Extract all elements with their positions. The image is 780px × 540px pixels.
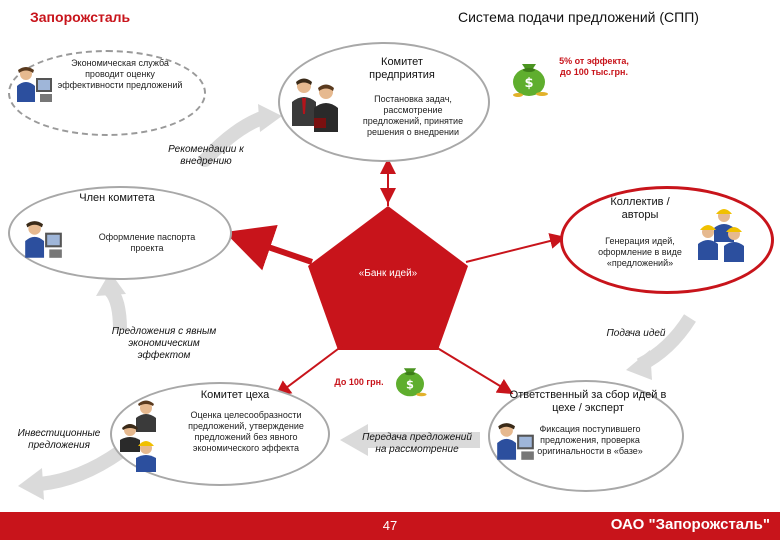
workers-hardhat-icon xyxy=(698,209,744,262)
person-at-computer-icon xyxy=(17,67,52,102)
money-bag-icon: $ xyxy=(396,368,427,397)
shop-heading: Комитет цеха xyxy=(200,389,270,401)
arrow-submit-head xyxy=(626,350,652,380)
link-bank-member xyxy=(224,224,313,271)
member-text: Оформление паспорта проекта xyxy=(98,232,196,253)
collective-text: Генерация идей, оформление в виде «предл… xyxy=(598,236,682,268)
responsible-heading: Ответственный за сбор идей в цехе / эксп… xyxy=(509,389,667,414)
node-collective xyxy=(560,186,774,294)
label-invest: Инвестиционные предложения xyxy=(17,428,101,451)
idea-bank-pentagon xyxy=(308,206,468,350)
link-bank-shop xyxy=(274,345,343,397)
node-economic-service xyxy=(8,50,206,136)
arrow-proposals-effect-head xyxy=(96,272,126,296)
committee-heading: Комитет предприятия xyxy=(369,56,435,81)
person-at-computer-icon xyxy=(497,423,534,460)
business-people-icon xyxy=(292,78,338,132)
person-at-computer-icon xyxy=(25,221,62,258)
reward-bottom-text: До 100 грн. xyxy=(334,377,384,387)
company-name: ОАО "Запорожсталь" xyxy=(610,516,770,533)
economic-service-text: Экономическая служба проводит оценку эфф… xyxy=(57,58,183,90)
member-heading: Член комитета xyxy=(79,192,155,204)
footer-bar xyxy=(0,512,780,540)
label-transfer: Передача предложений на рассмотрение xyxy=(362,432,472,455)
arrow-proposals-effect xyxy=(104,285,127,331)
svg-text:$: $ xyxy=(406,377,414,391)
page-title: Система подачи предложений (СПП) xyxy=(458,9,699,25)
brand-name: Запорожсталь xyxy=(30,9,131,25)
svg-text:$: $ xyxy=(524,76,533,91)
arrow-invest xyxy=(39,446,125,491)
money-bag-icon: $ xyxy=(513,64,548,97)
reward-top-text: 5% от эффекта, до 100 тыс.грн. xyxy=(559,56,629,77)
responsible-text: Фиксация поступившего предложения, прове… xyxy=(537,424,643,456)
workers-hardhat-icon xyxy=(120,400,156,472)
link-bank-responsible xyxy=(433,345,514,395)
arrow-transfer-head xyxy=(340,424,368,456)
idea-bank-label: «Банк идей» xyxy=(358,268,418,279)
arrow-recommend-head xyxy=(258,104,282,132)
collective-heading: Коллектив / авторы xyxy=(610,196,670,221)
arrow-recommend xyxy=(198,111,269,167)
label-recommend: Рекомендации к внедрению xyxy=(168,144,244,167)
page-number: 47 xyxy=(382,518,398,533)
label-submit: Подача идей xyxy=(606,328,666,339)
arrow-invest-head xyxy=(18,468,44,500)
committee-text: Постановка задач, рассмотрение предложен… xyxy=(362,94,464,137)
shop-text: Оценка целесообразности предложений, утв… xyxy=(188,410,304,453)
link-bank-collective xyxy=(465,233,566,263)
label-proposals-effect: Предложения с явным экономическим эффект… xyxy=(111,326,217,361)
